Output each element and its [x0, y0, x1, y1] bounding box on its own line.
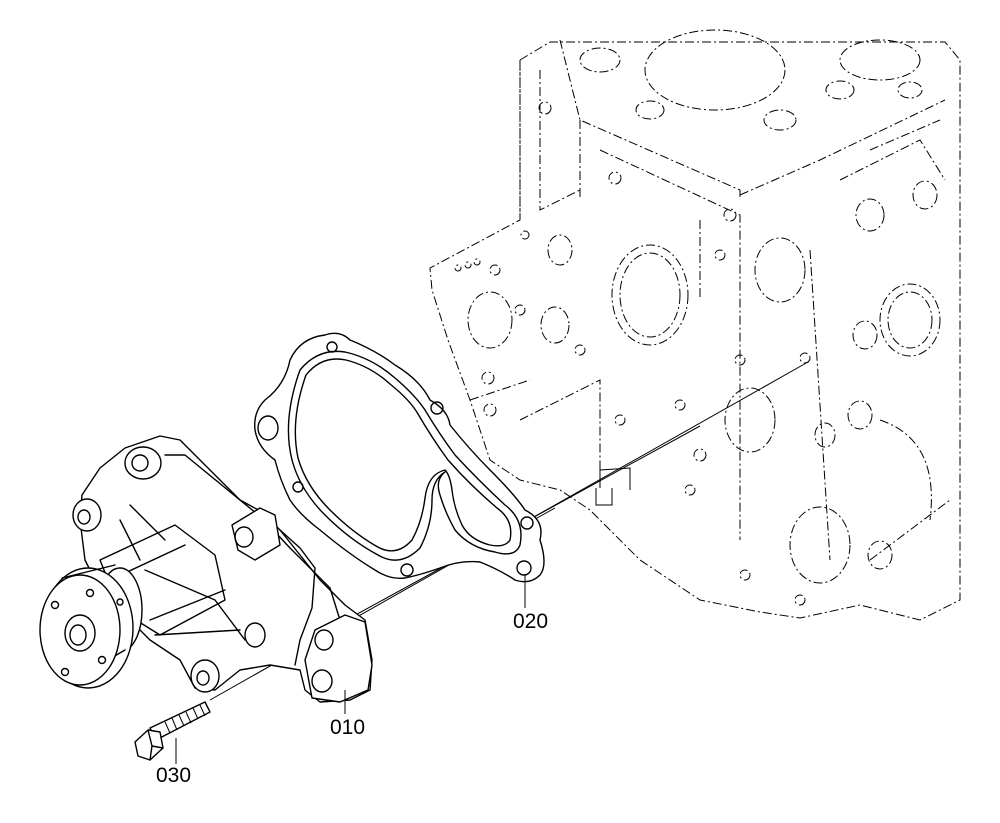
gasket — [254, 332, 545, 583]
callout-water-pump: 010 — [330, 716, 365, 739]
callout-bolt: 030 — [156, 764, 191, 787]
callout-leaders — [175, 574, 526, 764]
bolt — [134, 701, 211, 761]
callout-gasket: 020 — [513, 610, 548, 633]
water-pump — [39, 435, 373, 703]
engine-block — [429, 29, 961, 621]
